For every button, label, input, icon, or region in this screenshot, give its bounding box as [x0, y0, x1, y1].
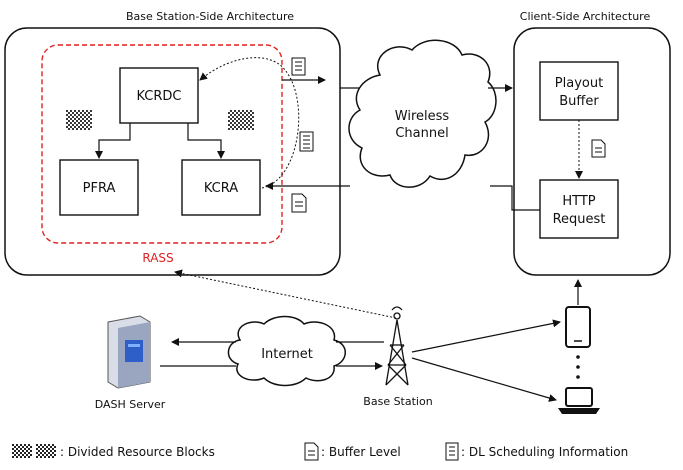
wireless-channel-cloud: [348, 39, 497, 188]
base-station-side-box: [4, 27, 341, 276]
base-station-to-laptop-arrow: [411, 357, 557, 402]
pfra-block: [59, 159, 139, 216]
legend-divided-blocks-icon-1: [12, 444, 32, 458]
playout-buffer-block: [539, 61, 619, 121]
legend-divided-blocks-label: : Divided Resource Blocks: [60, 445, 215, 459]
rass-region: [41, 44, 283, 244]
legend-buffer-level-label: : Buffer Level: [321, 445, 401, 459]
dash-server-label: DASH Server: [95, 398, 166, 411]
http-request-label-2: Request: [553, 212, 606, 227]
base-station-to-rass-arrow: [174, 269, 397, 319]
playout-buffer-label-1: Playout: [555, 76, 603, 91]
divided-resource-blocks-icon-left: [66, 110, 92, 130]
feedback-curve-arrow: [199, 57, 300, 189]
dl-scheduling-icon-mid: [299, 131, 314, 152]
legend-dl-scheduling-label: : DL Scheduling Information: [461, 445, 628, 459]
base-station-tower-icon: [385, 306, 409, 386]
kcra-label: KCRA: [204, 181, 238, 196]
dash-server-icon: [107, 315, 151, 389]
pfra-label: PFRA: [83, 181, 116, 196]
legend-divided-blocks-icon-2: [36, 444, 56, 458]
http-request-label-1: HTTP: [562, 194, 595, 209]
base-station-to-phone-arrow: [411, 319, 561, 353]
base-station-label: Base Station: [363, 395, 432, 408]
playout-buffer-label-2: Buffer: [559, 94, 599, 109]
smartphone-icon: [565, 306, 591, 348]
rass-label: RASS: [142, 251, 173, 265]
http-request-block: [539, 179, 619, 239]
kcrdc-label: KCRDC: [136, 89, 181, 104]
kcra-block: [181, 159, 261, 216]
base-station-side-header: Base Station-Side Architecture: [126, 10, 294, 23]
divided-resource-blocks-icon-right: [228, 110, 254, 130]
kcrdc-to-kcra-arrow: [187, 123, 225, 159]
internet-cloud: [227, 315, 346, 387]
kcrdc-block: [119, 67, 199, 124]
wireless-channel-label-2: Channel: [395, 126, 448, 141]
dl-scheduling-icon-top: [291, 57, 306, 76]
buffer-level-icon-bottom: [291, 193, 307, 213]
buffer-level-icon-client: [591, 139, 606, 158]
http-to-channel-line: [490, 185, 540, 211]
legend-dl-scheduling-icon: [445, 442, 459, 461]
client-side-header: Client-Side Architecture: [520, 10, 651, 23]
kcrdc-to-pfra-arrow: [95, 123, 131, 159]
client-side-box: [513, 27, 671, 276]
internet-label: Internet: [261, 347, 313, 362]
laptop-icon: [558, 387, 600, 414]
more-devices-dots: [576, 355, 580, 379]
wireless-channel-label-1: Wireless: [395, 109, 450, 124]
legend: : Divided Resource Blocks : Buffer Level…: [12, 442, 628, 461]
legend-buffer-level-icon: [304, 442, 319, 461]
